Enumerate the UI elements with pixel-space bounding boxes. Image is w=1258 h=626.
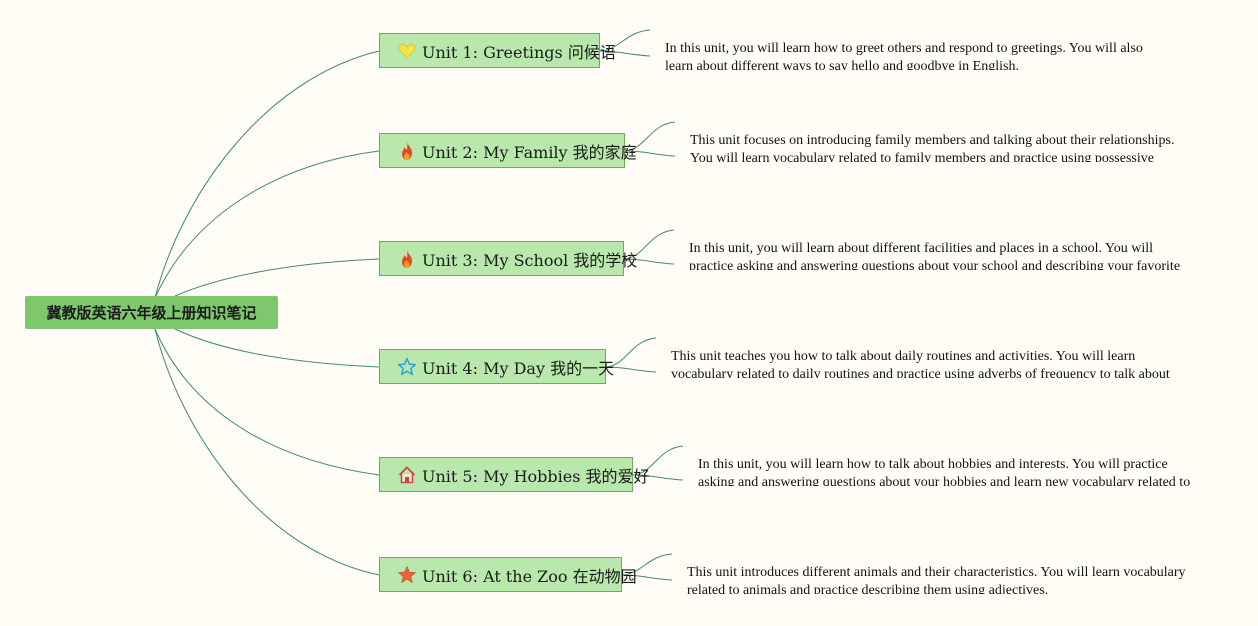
connector-root-unit-5 [154, 328, 380, 476]
star-filled-icon [397, 565, 417, 585]
unit-3-topic[interactable]: Unit 3: My School 我的学校 [379, 241, 637, 276]
unit-1-topic[interactable]: Unit 1: Greetings 问候语 [379, 33, 616, 68]
fire-icon [397, 141, 417, 161]
connector-unit-2-desc [624, 121, 676, 157]
unit-5-description: In this unit, you will learn how to talk… [698, 457, 1191, 486]
unit-6-description: This unit introduces different animals a… [687, 565, 1186, 594]
connector-unit-6-desc [621, 553, 673, 581]
unit-1-label: Unit 1: Greetings 问候语 [422, 42, 616, 62]
connector-unit-3-desc [623, 229, 675, 265]
house-icon [397, 465, 417, 485]
unit-5-topic[interactable]: Unit 5: My Hobbies 我的爱好 [379, 457, 650, 492]
unit-4-description: This unit teaches you how to talk about … [671, 349, 1170, 378]
fire-icon [397, 249, 417, 269]
unit-6-label: Unit 6: At the Zoo 在动物园 [422, 566, 637, 586]
unit-6-topic[interactable]: Unit 6: At the Zoo 在动物园 [379, 557, 637, 592]
unit-4-label: Unit 4: My Day 我的一天 [422, 358, 615, 378]
connector-root-unit-1 [154, 50, 380, 299]
connector-root-unit-2 [154, 150, 380, 299]
unit-3-label: Unit 3: My School 我的学校 [422, 250, 638, 270]
connector-unit-1-desc [599, 29, 651, 57]
connector-unit-5-desc [632, 445, 684, 481]
connector-unit-4-desc [605, 337, 657, 373]
connector-root-unit-3 [174, 258, 380, 297]
root-topic-label: 冀教版英语六年级上册知识笔记 [46, 304, 257, 322]
connector-root-unit-4 [174, 328, 380, 368]
unit-5-label: Unit 5: My Hobbies 我的爱好 [422, 466, 650, 486]
unit-3-description: In this unit, you will learn about diffe… [689, 241, 1181, 270]
unit-2-label: Unit 2: My Family 我的家庭 [422, 142, 637, 162]
unit-1-description: In this unit, you will learn how to gree… [665, 41, 1143, 70]
unit-2-description: This unit focuses on introducing family … [690, 133, 1175, 162]
heart-icon [397, 41, 417, 61]
connector-root-unit-6 [154, 328, 380, 576]
star-outline-icon [397, 357, 417, 377]
root-topic[interactable]: 冀教版英语六年级上册知识笔记 [25, 296, 278, 329]
unit-4-topic[interactable]: Unit 4: My Day 我的一天 [379, 349, 614, 384]
unit-2-topic[interactable]: Unit 2: My Family 我的家庭 [379, 133, 637, 168]
